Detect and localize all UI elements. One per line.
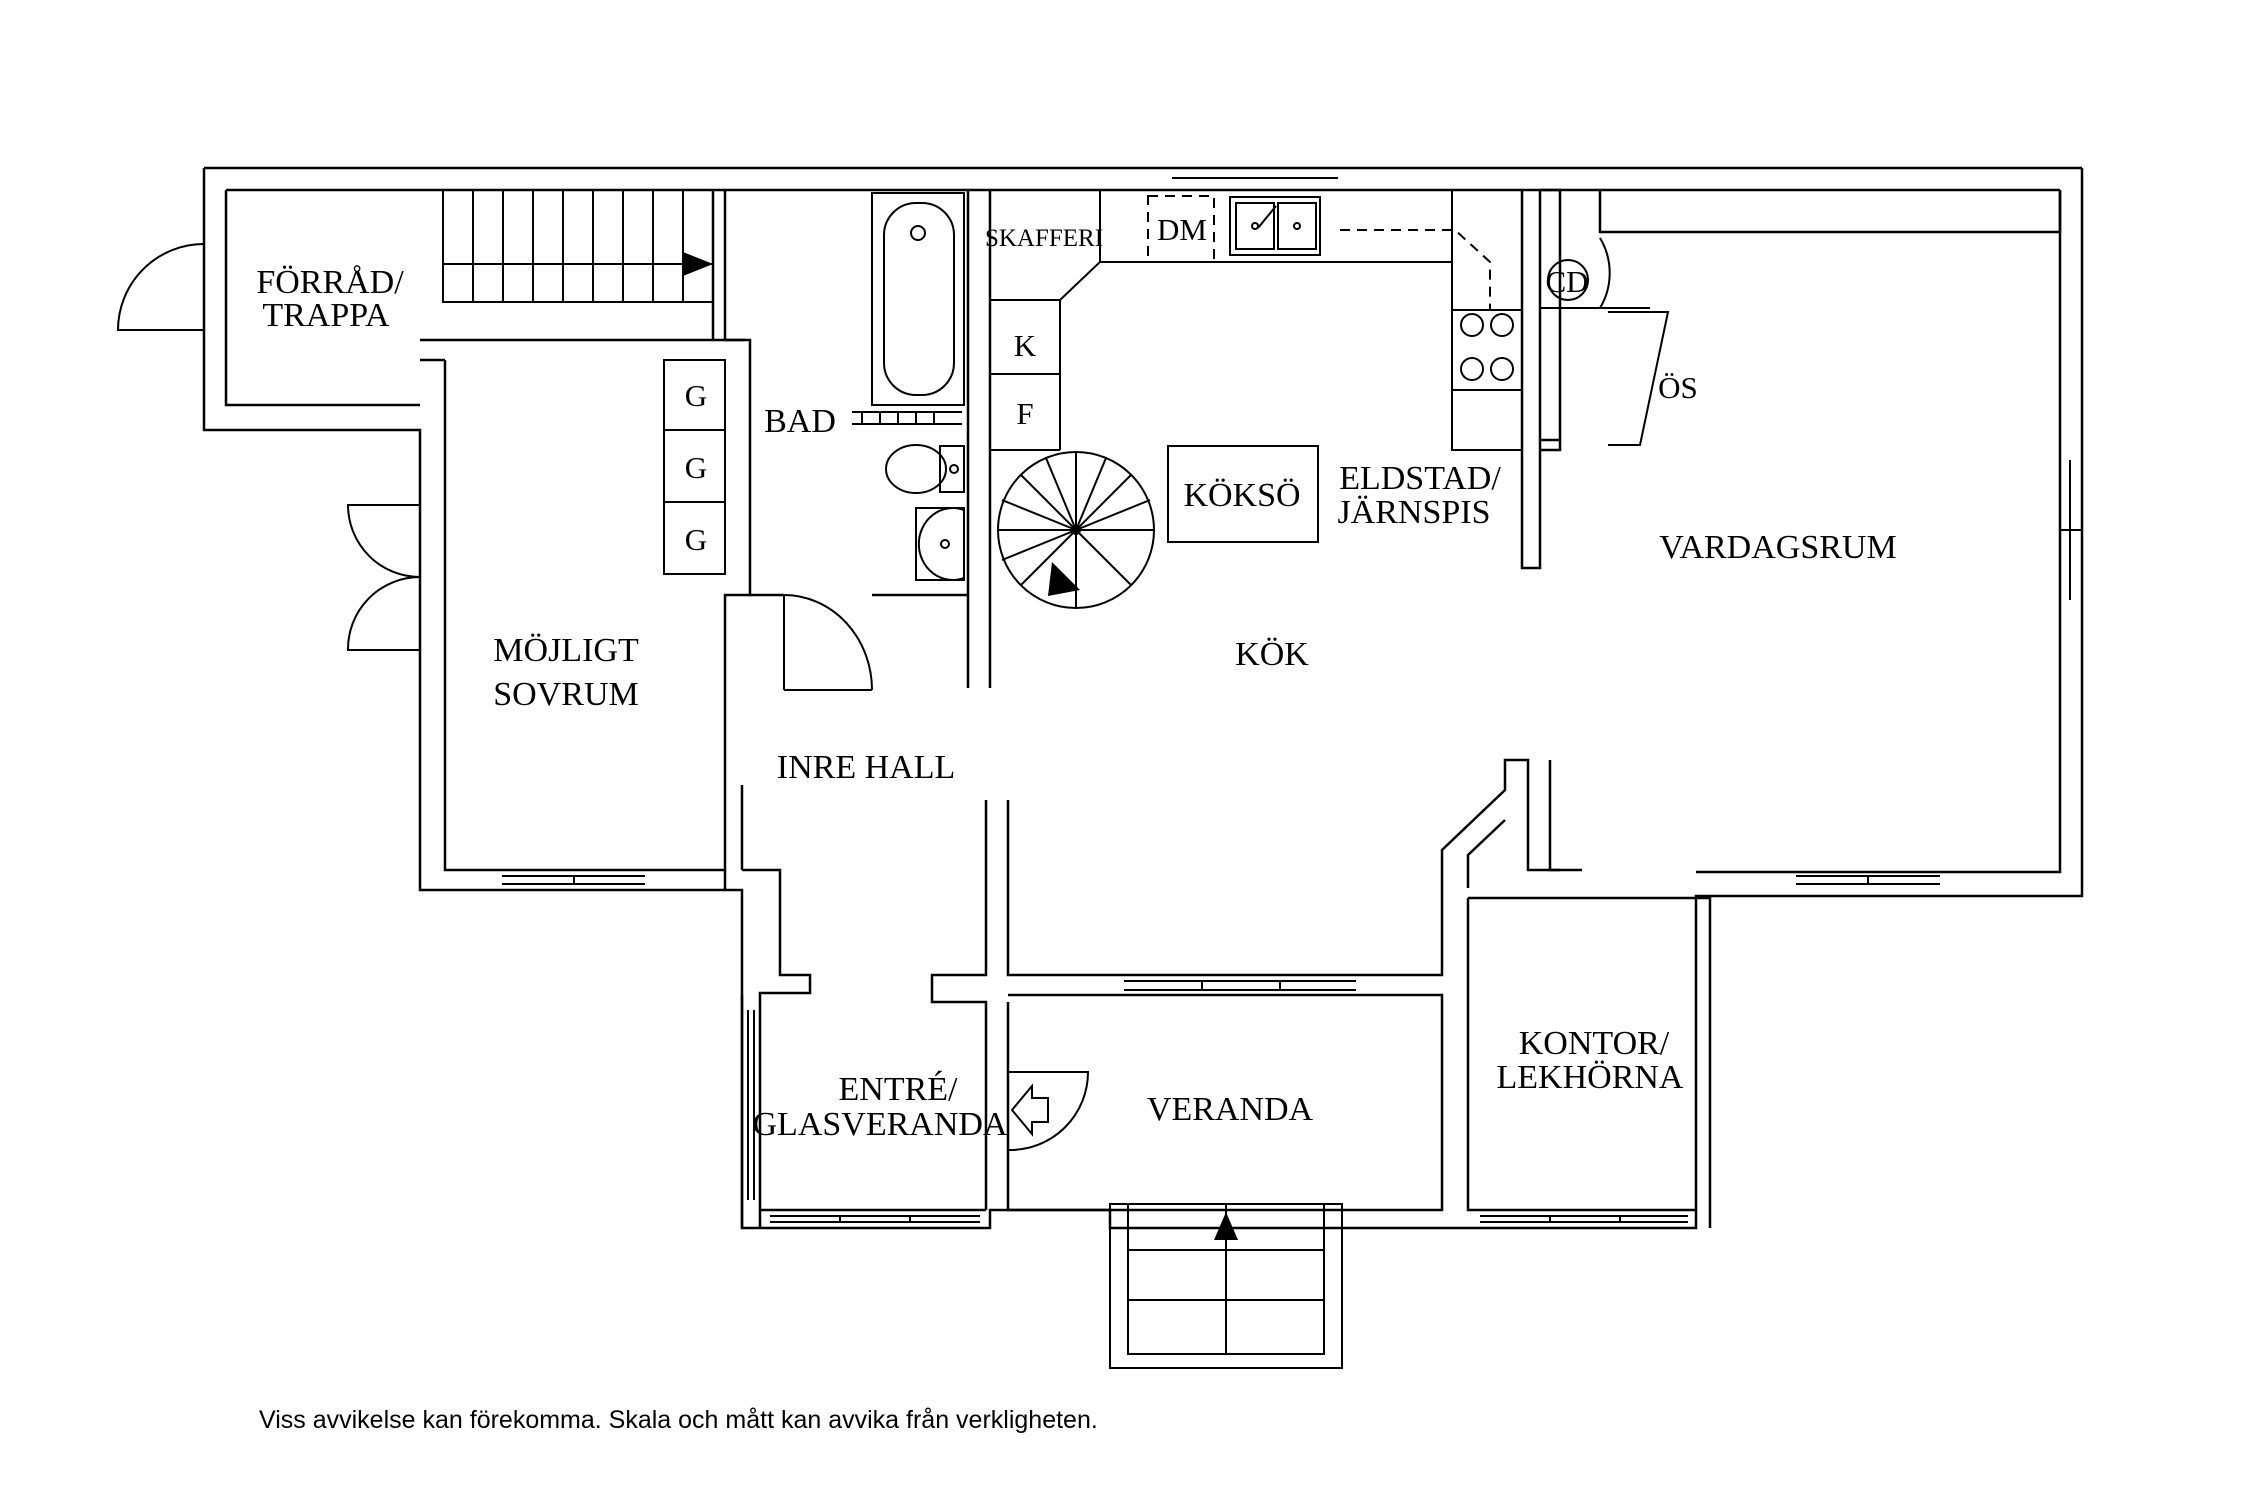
storage-door	[116, 243, 205, 331]
room-label-veranda: VERANDA	[1147, 1091, 1314, 1128]
outer-walls	[202, 166, 2084, 1230]
bathroom	[723, 190, 992, 890]
office-walls	[1466, 896, 1712, 1228]
entrance-arrow-icon	[1214, 1212, 1238, 1240]
fixture-label-os: ÖS	[1658, 370, 1698, 405]
room-label-kontor-2: LEKHÖRNA	[1497, 1059, 1684, 1096]
room-label-entre-2: GLASVERANDA	[753, 1106, 1008, 1143]
room-label-mojligt: MÖJLIGT	[493, 632, 639, 669]
wardrobes	[663, 359, 726, 575]
room-label-sovrum: SOVRUM	[493, 676, 638, 713]
fixture-label-g3: G	[685, 522, 707, 557]
room-label-eldstad-2: JÄRNSPIS	[1337, 494, 1490, 531]
fixture-label-g2: G	[685, 450, 707, 485]
entrance-steps	[1109, 1203, 1343, 1369]
cd-os-area	[1540, 188, 2062, 452]
room-label-vardagsrum: VARDAGSRUM	[1659, 529, 1896, 566]
fixture-label-cd: CD	[1545, 264, 1588, 299]
room-label-entre-1: ENTRÉ/	[839, 1071, 959, 1108]
spiral-stair	[997, 451, 1155, 609]
fixture-label-dm: DM	[1157, 212, 1207, 247]
bedroom-double-door	[346, 504, 421, 651]
fixture-labels: SKAFFERI DM K F CD ÖS G G G	[685, 212, 1698, 557]
inner-hall-walls	[740, 785, 1444, 1228]
room-label-inre-hall: INRE HALL	[777, 749, 955, 786]
veranda-walls	[740, 980, 1688, 1228]
room-label-bad: BAD	[764, 403, 836, 440]
storage-stairs	[420, 189, 745, 362]
fixture-label-f: F	[1016, 396, 1033, 431]
disclaimer-text: Viss avvikelse kan förekomma. Skala och …	[259, 1406, 1098, 1434]
fixture-label-skafferi: SKAFFERI	[985, 225, 1103, 252]
livingroom-window	[2060, 460, 2083, 600]
room-label-kok: KÖK	[1235, 636, 1309, 673]
kitchen-lower-walls	[1440, 758, 1582, 888]
kitchen	[990, 167, 1542, 570]
room-label-kontor-1: KONTOR/	[1519, 1025, 1670, 1062]
room-label-koksö: KÖKSÖ	[1183, 477, 1300, 514]
room-label-forrad-2: TRAPPA	[262, 297, 390, 334]
fixture-label-g1: G	[685, 378, 707, 413]
room-labels: FÖRRÅD/ TRAPPA BAD MÖJLIGT SOVRUM INRE H…	[256, 264, 1896, 1143]
room-label-eldstad-1: ELDSTAD/	[1339, 460, 1501, 497]
bottom-windows	[502, 875, 1940, 885]
room-label-forrad-1: FÖRRÅD/	[256, 264, 404, 301]
stair-arrow-icon	[683, 252, 713, 276]
fixture-label-k: K	[1014, 328, 1037, 363]
spiral-arrow-icon	[1048, 562, 1080, 596]
